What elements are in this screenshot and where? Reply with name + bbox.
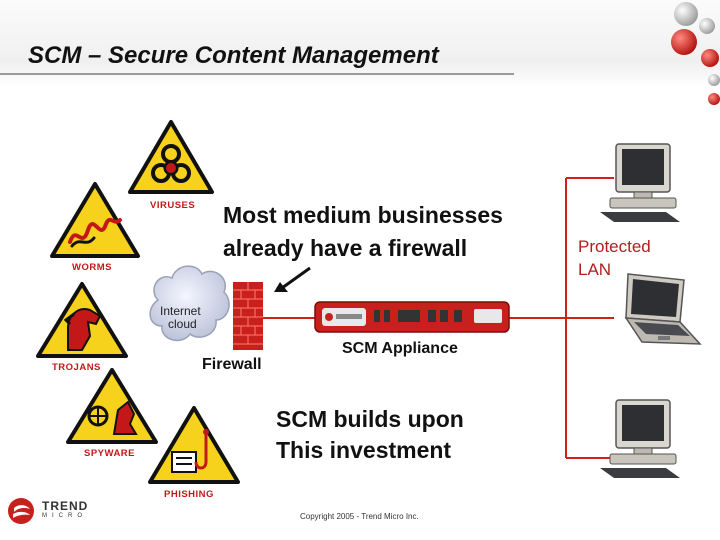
worms-hazard-icon (50, 182, 140, 258)
pointer-arrow-icon (274, 266, 311, 292)
firewall-label: Firewall (202, 356, 262, 373)
cloud-label-line2: cloud (168, 317, 197, 331)
trojans-label: TROJANS (52, 362, 101, 373)
decorative-balls-icon (671, 2, 720, 105)
protected-lan-line1: Protected (578, 237, 651, 256)
headline-line2: already have a firewall (223, 235, 468, 261)
viruses-hazard-icon (128, 120, 214, 194)
spyware-label: SPYWARE (84, 448, 136, 459)
logo-text: TREND (42, 499, 89, 513)
worms-label: WORMS (72, 262, 112, 273)
viruses-label: VIRUSES (150, 200, 196, 211)
headline-line1: Most medium businesses (223, 202, 503, 228)
cloud-label-line1: Internet (160, 304, 201, 318)
scm-appliance-icon (314, 301, 510, 333)
copyright-text: Copyright 2005 - Trend Micro Inc. (300, 512, 419, 521)
trojans-hazard-icon (36, 282, 128, 358)
protected-lan-line2: LAN (578, 260, 612, 279)
appliance-label: SCM Appliance (342, 340, 458, 357)
firewall-icon (233, 282, 263, 350)
desktop-computer-icon (600, 399, 680, 478)
phishing-hazard-icon (148, 406, 240, 484)
title-underline (0, 73, 514, 75)
laptop-computer-icon (624, 273, 702, 345)
slide-title: SCM – Secure Content Management (28, 42, 439, 69)
builds-upon-line1: SCM builds upon (276, 406, 464, 432)
trend-micro-logo-icon (8, 498, 34, 524)
logo-subtext: MICRO (42, 513, 87, 519)
phishing-label: PHISHING (164, 489, 214, 500)
desktop-computer-icon (600, 143, 680, 222)
spyware-hazard-icon (66, 368, 158, 444)
builds-upon-line2: This investment (276, 437, 452, 463)
internet-cloud-icon (149, 265, 230, 342)
